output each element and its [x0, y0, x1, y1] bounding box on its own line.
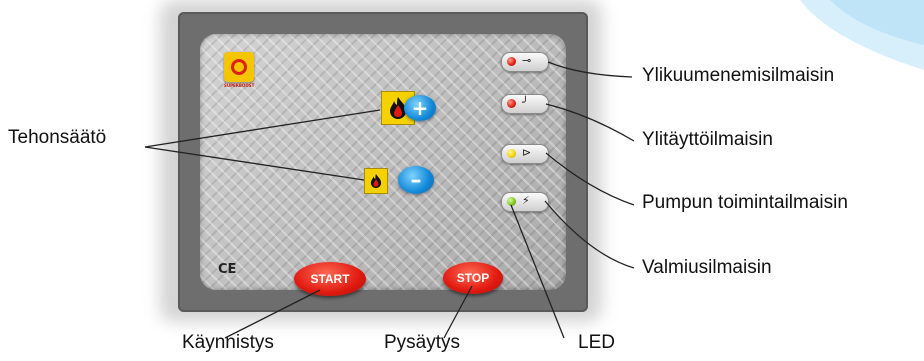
stop-button[interactable]: STOP — [443, 262, 503, 294]
led-red-icon — [507, 57, 516, 66]
pump-indicator: ⊳ — [501, 144, 549, 164]
led-yellow-icon — [507, 149, 516, 158]
label-pump: Pumpun toimintailmaisin — [642, 192, 848, 213]
pump-icon: ⊳ — [522, 146, 532, 159]
overfill-indicator: ╯ — [501, 94, 549, 114]
led-red-icon — [507, 99, 516, 108]
brand-logo: SUPERBOOST — [224, 52, 260, 92]
ce-mark: CE — [218, 262, 237, 277]
flame-low-icon — [364, 168, 388, 194]
power-decrease-button[interactable]: – — [398, 166, 434, 194]
start-button[interactable]: START — [294, 262, 366, 296]
label-start: Käynnistys — [182, 332, 274, 353]
thermometer-icon: ⊸ — [522, 54, 532, 67]
label-overheat: Ylikuumenemisilmaisin — [642, 65, 835, 86]
label-stop: Pysäytys — [384, 332, 461, 353]
label-power-adjust: Tehonsäätö — [8, 127, 107, 148]
corner-decoration — [800, 0, 924, 70]
overfill-icon: ╯ — [522, 96, 529, 109]
logo-ring-icon — [224, 52, 254, 82]
overheat-indicator: ⊸ — [501, 52, 549, 72]
led-green-icon — [507, 197, 516, 206]
logo-text: SUPERBOOST — [224, 83, 255, 88]
label-overfill: Ylitäyttöilmaisin — [642, 129, 773, 150]
label-standby: Valmiusilmaisin — [642, 257, 772, 278]
power-increase-button[interactable]: + — [404, 95, 436, 121]
standby-indicator: ⚡ — [501, 192, 549, 212]
label-led: LED — [578, 332, 615, 353]
lightning-icon: ⚡ — [522, 194, 530, 207]
